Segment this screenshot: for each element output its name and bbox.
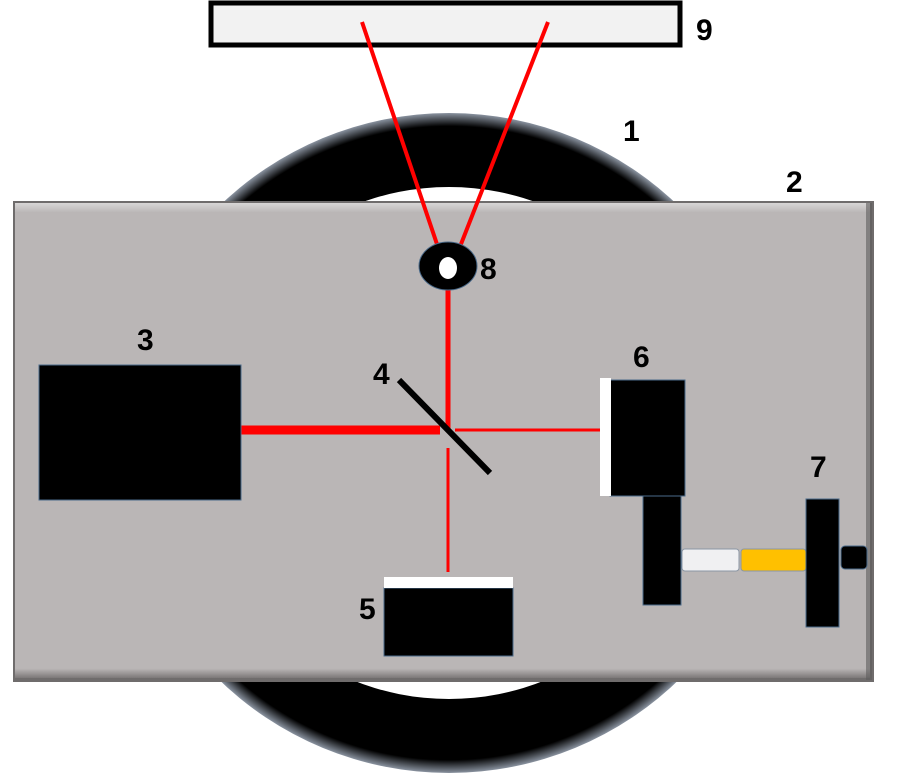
label-screen: 9: [696, 14, 713, 47]
actuator-rod-yellow: [740, 548, 807, 572]
actuator-mount: [642, 495, 682, 606]
label-fixed-mirror: 5: [359, 593, 376, 626]
actuator-knob: [840, 545, 868, 570]
laser-source: [38, 364, 242, 501]
beam-splitter: [396, 377, 493, 476]
laser-beams: [241, 21, 600, 572]
actuator-body: [805, 498, 840, 628]
label-laser: 3: [137, 324, 154, 357]
pinhole: [439, 257, 457, 279]
label-aperture: 8: [480, 253, 497, 286]
label-actuator: 7: [810, 451, 827, 484]
label-moving-mirror: 6: [633, 341, 650, 374]
mirror-surface: [600, 378, 611, 496]
moving-mirror: [600, 378, 686, 497]
label-ring: 1: [623, 115, 640, 148]
actuator: [642, 495, 868, 628]
screen: [208, 0, 683, 48]
label-plate: 2: [786, 166, 803, 199]
beam-diverging-left: [360, 21, 445, 263]
beam-diverging-right: [452, 21, 550, 263]
aperture: [418, 241, 478, 291]
label-beam-splitter: 4: [373, 358, 390, 391]
actuator-rod-white: [681, 548, 740, 572]
mirror-surface: [384, 577, 513, 588]
fixed-mirror: [383, 577, 514, 657]
